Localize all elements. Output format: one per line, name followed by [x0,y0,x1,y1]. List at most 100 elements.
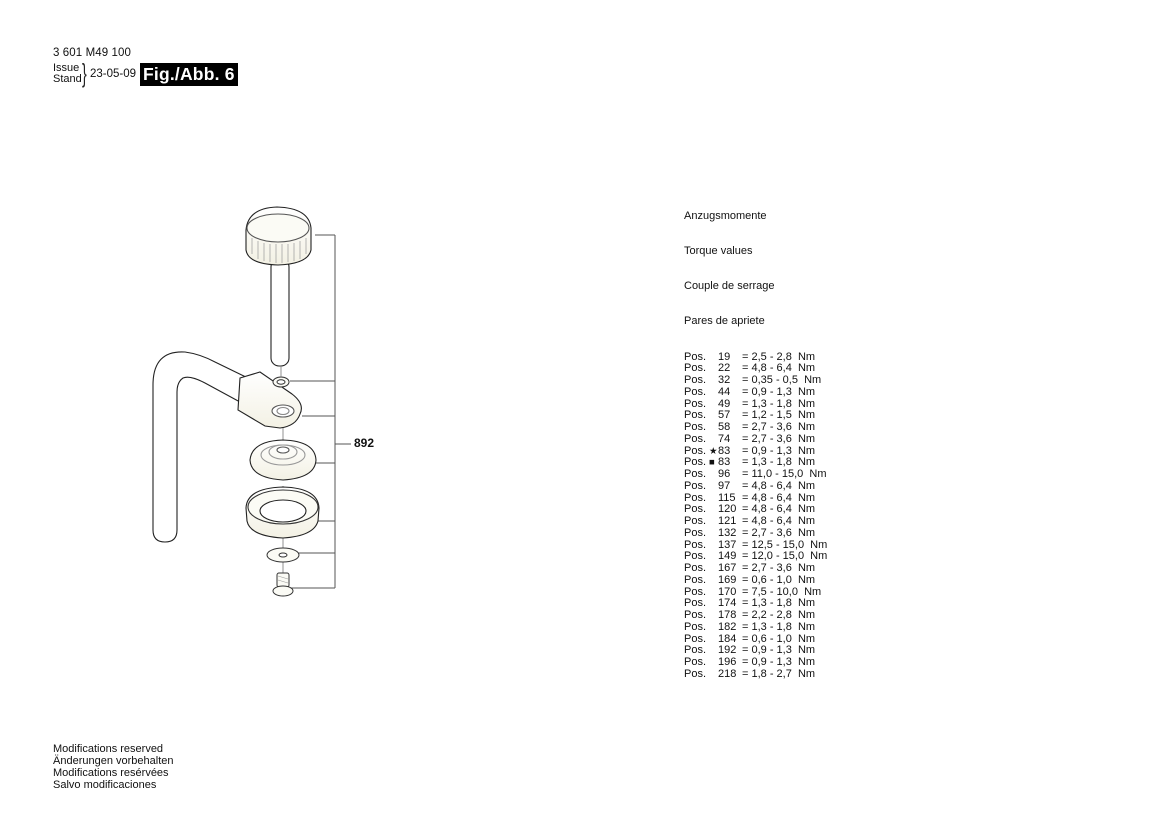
torque-row: Pos.■83= 1,3 - 1,8 Nm [684,456,827,469]
position-number: 83 [718,456,731,469]
row-marker-icon [709,610,718,622]
torque-value: = 1,3 - 1,8 Nm [742,620,816,633]
torque-value: = 7,5 - 10,0 Nm [742,585,822,598]
torque-value: = 0,6 - 1,0 Nm [742,632,816,645]
position-number: 22 [718,362,731,375]
row-label: Pos. [684,479,707,492]
knurled-knob-screw [245,206,312,367]
position-number: 58 [718,421,731,433]
row-marker-icon [709,563,718,575]
row-label: Pos. [684,585,707,598]
torque-value: = 2,5 - 2,8 Nm [742,350,816,363]
torque-value: = 0,9 - 1,3 Nm [742,385,816,398]
row-label: Pos. [684,503,707,516]
position-number: 170 [718,585,737,598]
torque-row: Pos. 120 = 4,8 - 6,4 Nm [684,503,827,516]
footer-line-de: Änderungen vorbehalten [53,755,174,767]
torque-row: Pos.182= 1,3 - 1,8 Nm [684,620,827,634]
torque-row: Pos.115= 4,8 - 6,4 Nm [684,491,827,505]
row-label: Pos. [684,656,707,668]
torque-row: Pos.174= 1,3 - 1,8 Nm [684,597,827,610]
torque-value: = 4,8 - 6,4 Nm [742,503,816,516]
row-marker-icon [709,598,718,610]
torque-value: = 4,8 - 6,4 Nm [742,515,816,527]
row-label: Pos. [684,573,707,586]
row-marker-icon [709,669,718,681]
row-marker-icon [709,375,718,387]
torque-row: Pos.58= 2,7 - 3,6 Nm [684,421,827,434]
torque-value: = 1,8 - 2,7 Nm [742,667,816,680]
row-label: Pos. [684,409,707,422]
row-label: Pos. [684,444,707,457]
position-number: 132 [718,526,737,539]
torque-title-fr: Couple de serrage [684,280,775,292]
arm-eye-end [237,371,302,429]
footer-line-en: Modifications reserved [53,743,164,755]
row-marker-icon [709,528,718,540]
position-number: 120 [718,503,737,516]
row-label: Pos. [684,550,707,563]
row-label: Pos. [684,644,707,657]
row-marker-icon [709,645,718,657]
row-marker-icon [709,410,718,422]
position-number: 96 [718,468,731,480]
position-number: 115 [718,491,736,504]
row-marker-icon [709,575,718,587]
row-label: Pos. [684,432,707,445]
position-number: 19 [718,350,731,363]
row-marker-icon [709,387,718,399]
row-marker-icon [709,516,718,528]
torque-values-table: Anzugsmomente Torque values Couple de se… [684,187,827,692]
torque-title-de: Anzugsmomente [684,209,767,222]
domed-disc [249,439,317,481]
document-number: 3 601 M49 100 [53,47,132,59]
stand-label: Stand [53,73,82,85]
bent-rod-arm [152,351,253,543]
screw [272,572,294,597]
torque-value: = 4,8 - 6,4 Nm [742,491,816,504]
position-number: 74 [718,432,731,445]
torque-row: Pos.196= 0,9 - 1,3 Nm [684,656,827,669]
torque-value: = 12,5 - 15,0 Nm [742,538,828,551]
row-marker-icon [709,434,718,446]
row-label: Pos. [684,515,707,527]
torque-row: Pos.184= 0,6 - 1,0 Nm [684,632,827,646]
row-marker-icon [709,422,718,434]
torque-row: Pos.132= 2,7 - 3,6 Nm [684,526,827,540]
row-marker-icon [709,540,718,552]
torque-value: = 0,9 - 1,3 Nm [742,444,816,457]
row-marker-icon: ■ [709,457,715,469]
position-number: 174 [718,597,737,610]
position-number: 57 [718,409,731,422]
position-number: 169 [718,573,737,586]
row-marker-icon [709,504,718,516]
footer-line-fr: Modifications resérvées [53,767,169,779]
assembly-reference-number: 892 [354,436,375,450]
torque-value: = 1,2 - 1,5 Nm [742,409,816,422]
row-label: Pos. [684,526,707,539]
torque-row: Pos.44= 0,9 - 1,3 Nm [684,385,827,399]
torque-value: = 12,0 - 15,0 Nm [742,550,828,563]
torque-row: Pos.49= 1,3 - 1,8 Nm [684,398,827,411]
torque-value: = 4,8 - 6,4 Nm [742,362,816,375]
torque-value: = 2,7 - 3,6 Nm [742,421,816,433]
torque-row: Pos. 19 = 2,5 - 2,8 Nm [684,350,827,364]
torque-row: Pos.22= 4,8 - 6,4 Nm [684,362,827,375]
position-number: 218 [718,667,737,680]
row-marker-icon [709,363,718,375]
torque-value: = 0,9 - 1,3 Nm [742,656,816,668]
position-number: 167 [718,562,737,574]
row-marker-icon [709,634,718,646]
row-label: Pos. [684,609,707,621]
torque-value: = 0,35 - 0,5 Nm [742,374,822,386]
torque-value: = 0,6 - 1,0 Nm [742,573,816,586]
row-label: Pos. [684,620,707,633]
row-marker-icon: ★ [709,445,718,457]
torque-row: Pos. 169 = 0,6 - 1,0 Nm [684,573,827,587]
small-washer [272,376,290,388]
position-number: 149 [718,550,737,563]
row-label: Pos. [684,385,707,398]
row-label: Pos. [684,350,707,363]
row-label: Pos. [684,597,707,610]
row-marker-icon [709,493,718,505]
